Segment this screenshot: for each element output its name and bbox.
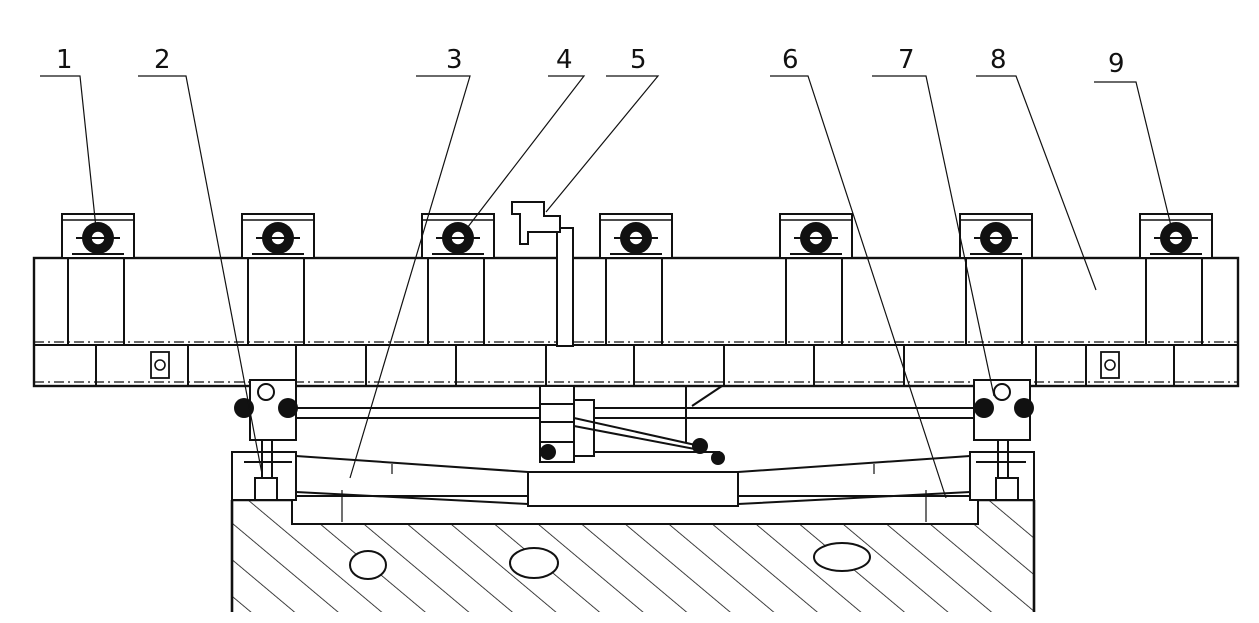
drive-motor-unit xyxy=(599,213,673,259)
leader-lines xyxy=(40,75,1173,499)
callout-6: 6 xyxy=(782,45,799,75)
drive-motor-unit xyxy=(241,213,315,259)
callout-5: 5 xyxy=(630,45,647,75)
callout-2: 2 xyxy=(154,45,171,75)
callout-9: 9 xyxy=(1108,49,1125,79)
lower-cradle xyxy=(231,451,1035,522)
wheel-bogie-right xyxy=(973,379,1034,478)
callout-1: 1 xyxy=(56,45,73,75)
wheel-bogie-left xyxy=(234,379,298,478)
drive-motor-unit xyxy=(61,213,135,259)
callout-7: 7 xyxy=(898,45,915,75)
callout-labels: 1 2 3 4 5 6 7 8 9 xyxy=(56,45,1125,79)
drive-motors xyxy=(61,213,1213,259)
foundation xyxy=(230,495,1036,612)
foundation-hole-center xyxy=(509,547,559,579)
callout-3: 3 xyxy=(446,45,463,75)
drive-motor-unit xyxy=(959,213,1033,259)
drive-motor-unit xyxy=(779,213,853,259)
foundation-hole-left xyxy=(349,550,387,580)
central-trolley xyxy=(511,201,725,465)
main-girder xyxy=(32,256,1240,388)
callout-4: 4 xyxy=(556,45,573,75)
drive-motor-unit xyxy=(421,213,495,259)
drive-motor-unit xyxy=(1139,213,1213,259)
foundation-hole-right xyxy=(813,542,871,572)
callout-8: 8 xyxy=(990,45,1007,75)
girder-upper-posts xyxy=(67,258,1203,345)
